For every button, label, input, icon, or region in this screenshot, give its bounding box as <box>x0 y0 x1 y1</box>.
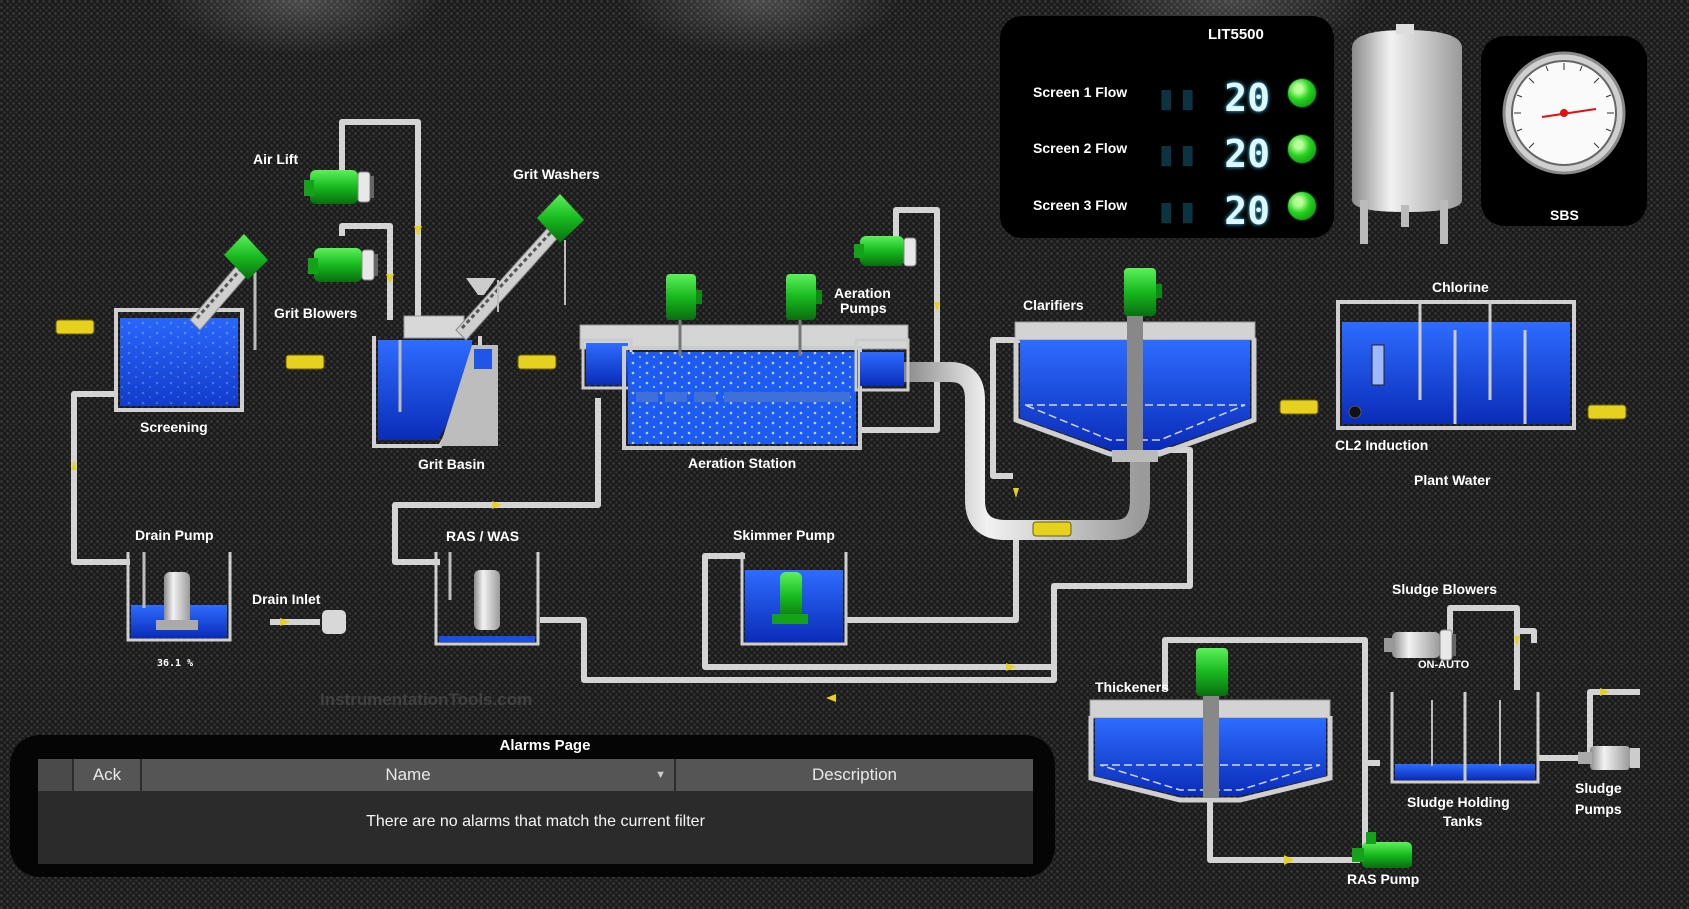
label-clarifiers: Clarifiers <box>1023 297 1084 313</box>
label-chlorine: Chlorine <box>1432 279 1489 295</box>
alarms-empty-message: There are no alarms that match the curre… <box>366 813 705 830</box>
watermark: InstrumentationTools.com <box>320 690 533 709</box>
flow-readout: ▮▮ 20 <box>1156 74 1270 120</box>
label-cl2-induction: CL2 Induction <box>1335 437 1428 453</box>
label-grit-washers: Grit Washers <box>513 166 600 182</box>
flow-readout-ghost: ▮▮ <box>1156 78 1199 118</box>
label-sludge-pumps-1: Sludge <box>1575 780 1622 796</box>
alarms-table-header: Ack Name ▼ Description <box>38 759 1033 791</box>
label-grit-basin: Grit Basin <box>418 456 485 472</box>
label-air-lift: Air Lift <box>253 151 298 167</box>
grit-blower[interactable] <box>308 248 378 282</box>
label-aeration-station: Aeration Station <box>688 455 796 471</box>
flow-readout-value: 20 <box>1224 132 1270 176</box>
sludge-pump[interactable] <box>1578 746 1640 770</box>
skimmer-pump-pit[interactable] <box>740 552 848 646</box>
flow-readout: ▮▮ 20 <box>1156 187 1270 233</box>
label-grit-blowers: Grit Blowers <box>274 305 357 321</box>
alarms-col-ack[interactable]: Ack <box>74 759 142 791</box>
small-direction-arrows <box>71 226 1610 865</box>
label-ras-pump: RAS Pump <box>1347 871 1419 887</box>
flow-label: Screen 1 Flow <box>1033 84 1128 100</box>
grit-basin[interactable] <box>372 194 584 448</box>
label-sludge-blowers: Sludge Blowers <box>1392 581 1497 597</box>
flow-row: Screen 1 Flow ▮▮ 20 <box>1000 72 1334 120</box>
flow-label: Screen 2 Flow <box>1033 140 1128 156</box>
thickener[interactable] <box>1088 648 1333 803</box>
flow-readout-value: 20 <box>1224 76 1270 120</box>
status-led-icon <box>1287 134 1317 164</box>
flow-panel: LIT5500 Screen 1 Flow ▮▮ 20 Screen 2 Flo… <box>1000 16 1334 238</box>
label-ras-was: RAS / WAS <box>446 528 519 544</box>
label-skimmer-pump: Skimmer Pump <box>733 527 835 543</box>
alarms-title: Alarms Page <box>499 737 591 754</box>
sort-caret-icon[interactable]: ▼ <box>655 769 666 781</box>
label-on-auto: ON-AUTO <box>1418 659 1470 671</box>
label-screening: Screening <box>140 419 208 435</box>
label-aeration-pumps-1: Aeration <box>834 285 891 301</box>
clarifier[interactable] <box>1013 268 1257 462</box>
label-sludge-pumps-2: Pumps <box>1575 801 1622 817</box>
alarms-col-select[interactable] <box>38 759 74 791</box>
screening-tank[interactable] <box>114 234 268 412</box>
flow-panel-tag: LIT5500 <box>1208 26 1264 43</box>
label-thickeners: Thickeners <box>1095 679 1169 695</box>
label-plant-water: Plant Water <box>1414 472 1491 488</box>
flow-readout-ghost: ▮▮ <box>1156 191 1199 231</box>
flow-readout-ghost: ▮▮ <box>1156 134 1199 174</box>
label-aeration-pumps-2: Pumps <box>840 300 887 316</box>
alarms-col-description[interactable]: Description <box>811 765 898 784</box>
flow-arrows <box>55 319 1627 537</box>
label-sludge-holding-1: Sludge Holding <box>1407 794 1510 810</box>
sbs-gauge[interactable] <box>1502 51 1626 175</box>
label-drain-pump: Drain Pump <box>135 527 214 543</box>
label-drain-inlet: Drain Inlet <box>252 591 321 607</box>
diagram-labels: Air Lift Grit Washers Grit Blowers Scree… <box>135 151 1622 887</box>
status-led-icon <box>1287 191 1317 221</box>
ras-pump[interactable] <box>1352 832 1412 868</box>
sludge-blower[interactable] <box>1384 629 1456 661</box>
alarms-table-body: There are no alarms that match the curre… <box>38 791 1033 864</box>
label-sbs: SBS <box>1550 207 1579 223</box>
drain-level-readout: 36.1 % <box>157 658 193 669</box>
flow-row: Screen 2 Flow ▮▮ 20 <box>1000 128 1334 176</box>
aeration-pump[interactable] <box>854 236 917 267</box>
alarms-col-name[interactable]: Name ▼ <box>142 759 676 791</box>
alarms-col-name-label: Name <box>385 765 431 784</box>
flow-readout: ▮▮ 20 <box>1156 130 1270 176</box>
flow-label: Screen 3 Flow <box>1033 197 1128 213</box>
label-sludge-holding-2: Tanks <box>1443 813 1483 829</box>
flow-row: Screen 3 Flow ▮▮ 20 <box>1000 185 1334 233</box>
air-lift-blower[interactable] <box>304 170 374 204</box>
drain-pump-pit[interactable] <box>126 552 346 642</box>
chlorine-tank[interactable] <box>1336 300 1576 430</box>
sludge-holding-tanks[interactable] <box>1390 692 1540 784</box>
storage-tank <box>1352 24 1462 244</box>
ras-was-pit[interactable] <box>434 552 540 646</box>
status-led-icon <box>1287 78 1317 108</box>
flow-readout-value: 20 <box>1224 189 1270 233</box>
aeration-station[interactable] <box>579 274 910 450</box>
